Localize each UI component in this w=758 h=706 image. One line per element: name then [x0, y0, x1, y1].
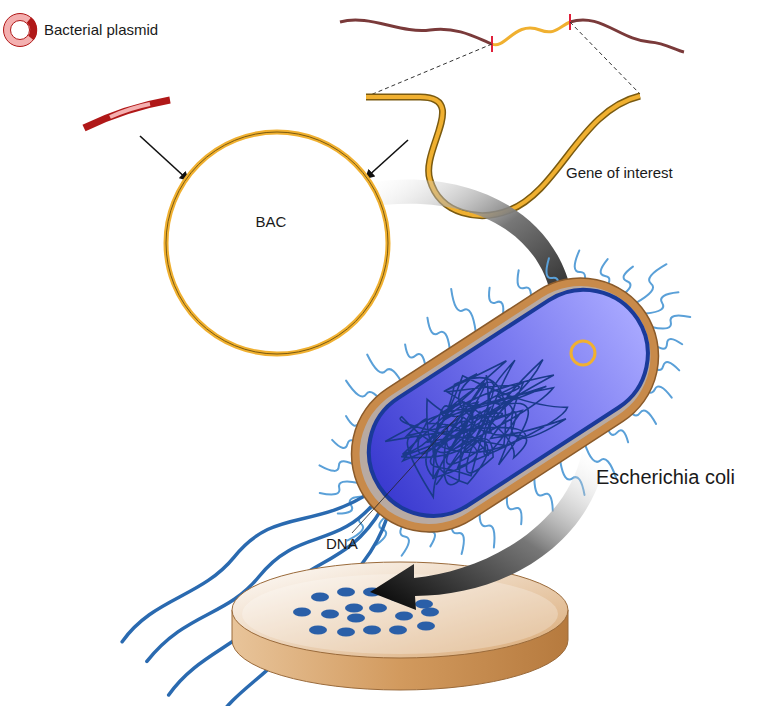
- circle-outline: [162, 128, 392, 358]
- insert-arrow: [366, 140, 408, 178]
- colony: [415, 600, 433, 609]
- colony: [337, 628, 355, 637]
- leader-line: [352, 416, 458, 533]
- chromosome: [378, 334, 580, 512]
- colony: [337, 588, 355, 597]
- genomic-dna: [340, 20, 492, 44]
- ecoli-cell: [59, 183, 750, 706]
- flagellum: [530, 477, 558, 513]
- plating-arrow: [370, 452, 604, 610]
- colony: [369, 604, 387, 613]
- colony: [347, 614, 365, 623]
- plasmid-fragment: [84, 100, 170, 128]
- species-label: Escherichia coli: [596, 466, 735, 489]
- bac-circle: BAC: [162, 128, 392, 358]
- plasmid-icon: [7, 17, 33, 43]
- colony: [395, 612, 413, 621]
- bac-in-cell: [571, 341, 595, 365]
- colony: [309, 626, 327, 635]
- colony: [293, 608, 311, 617]
- colony: [311, 593, 329, 602]
- flagellum: [446, 287, 480, 333]
- colony: [389, 626, 407, 635]
- colony: [421, 608, 439, 617]
- colony: [363, 626, 381, 635]
- plasmid-label: Bacterial plasmid: [44, 21, 158, 38]
- flagellum: [424, 314, 453, 351]
- flagellum: [643, 288, 681, 318]
- flagellum: [651, 306, 690, 338]
- insert-arrow: [140, 136, 188, 180]
- colony: [321, 610, 339, 619]
- colony: [417, 622, 435, 631]
- gene-label: Gene of interest: [566, 164, 673, 181]
- flagellum: [627, 264, 675, 303]
- flagellum: [320, 472, 359, 504]
- dna-label: DNA: [326, 535, 358, 552]
- colony: [345, 604, 363, 613]
- node-label: BAC: [255, 213, 286, 230]
